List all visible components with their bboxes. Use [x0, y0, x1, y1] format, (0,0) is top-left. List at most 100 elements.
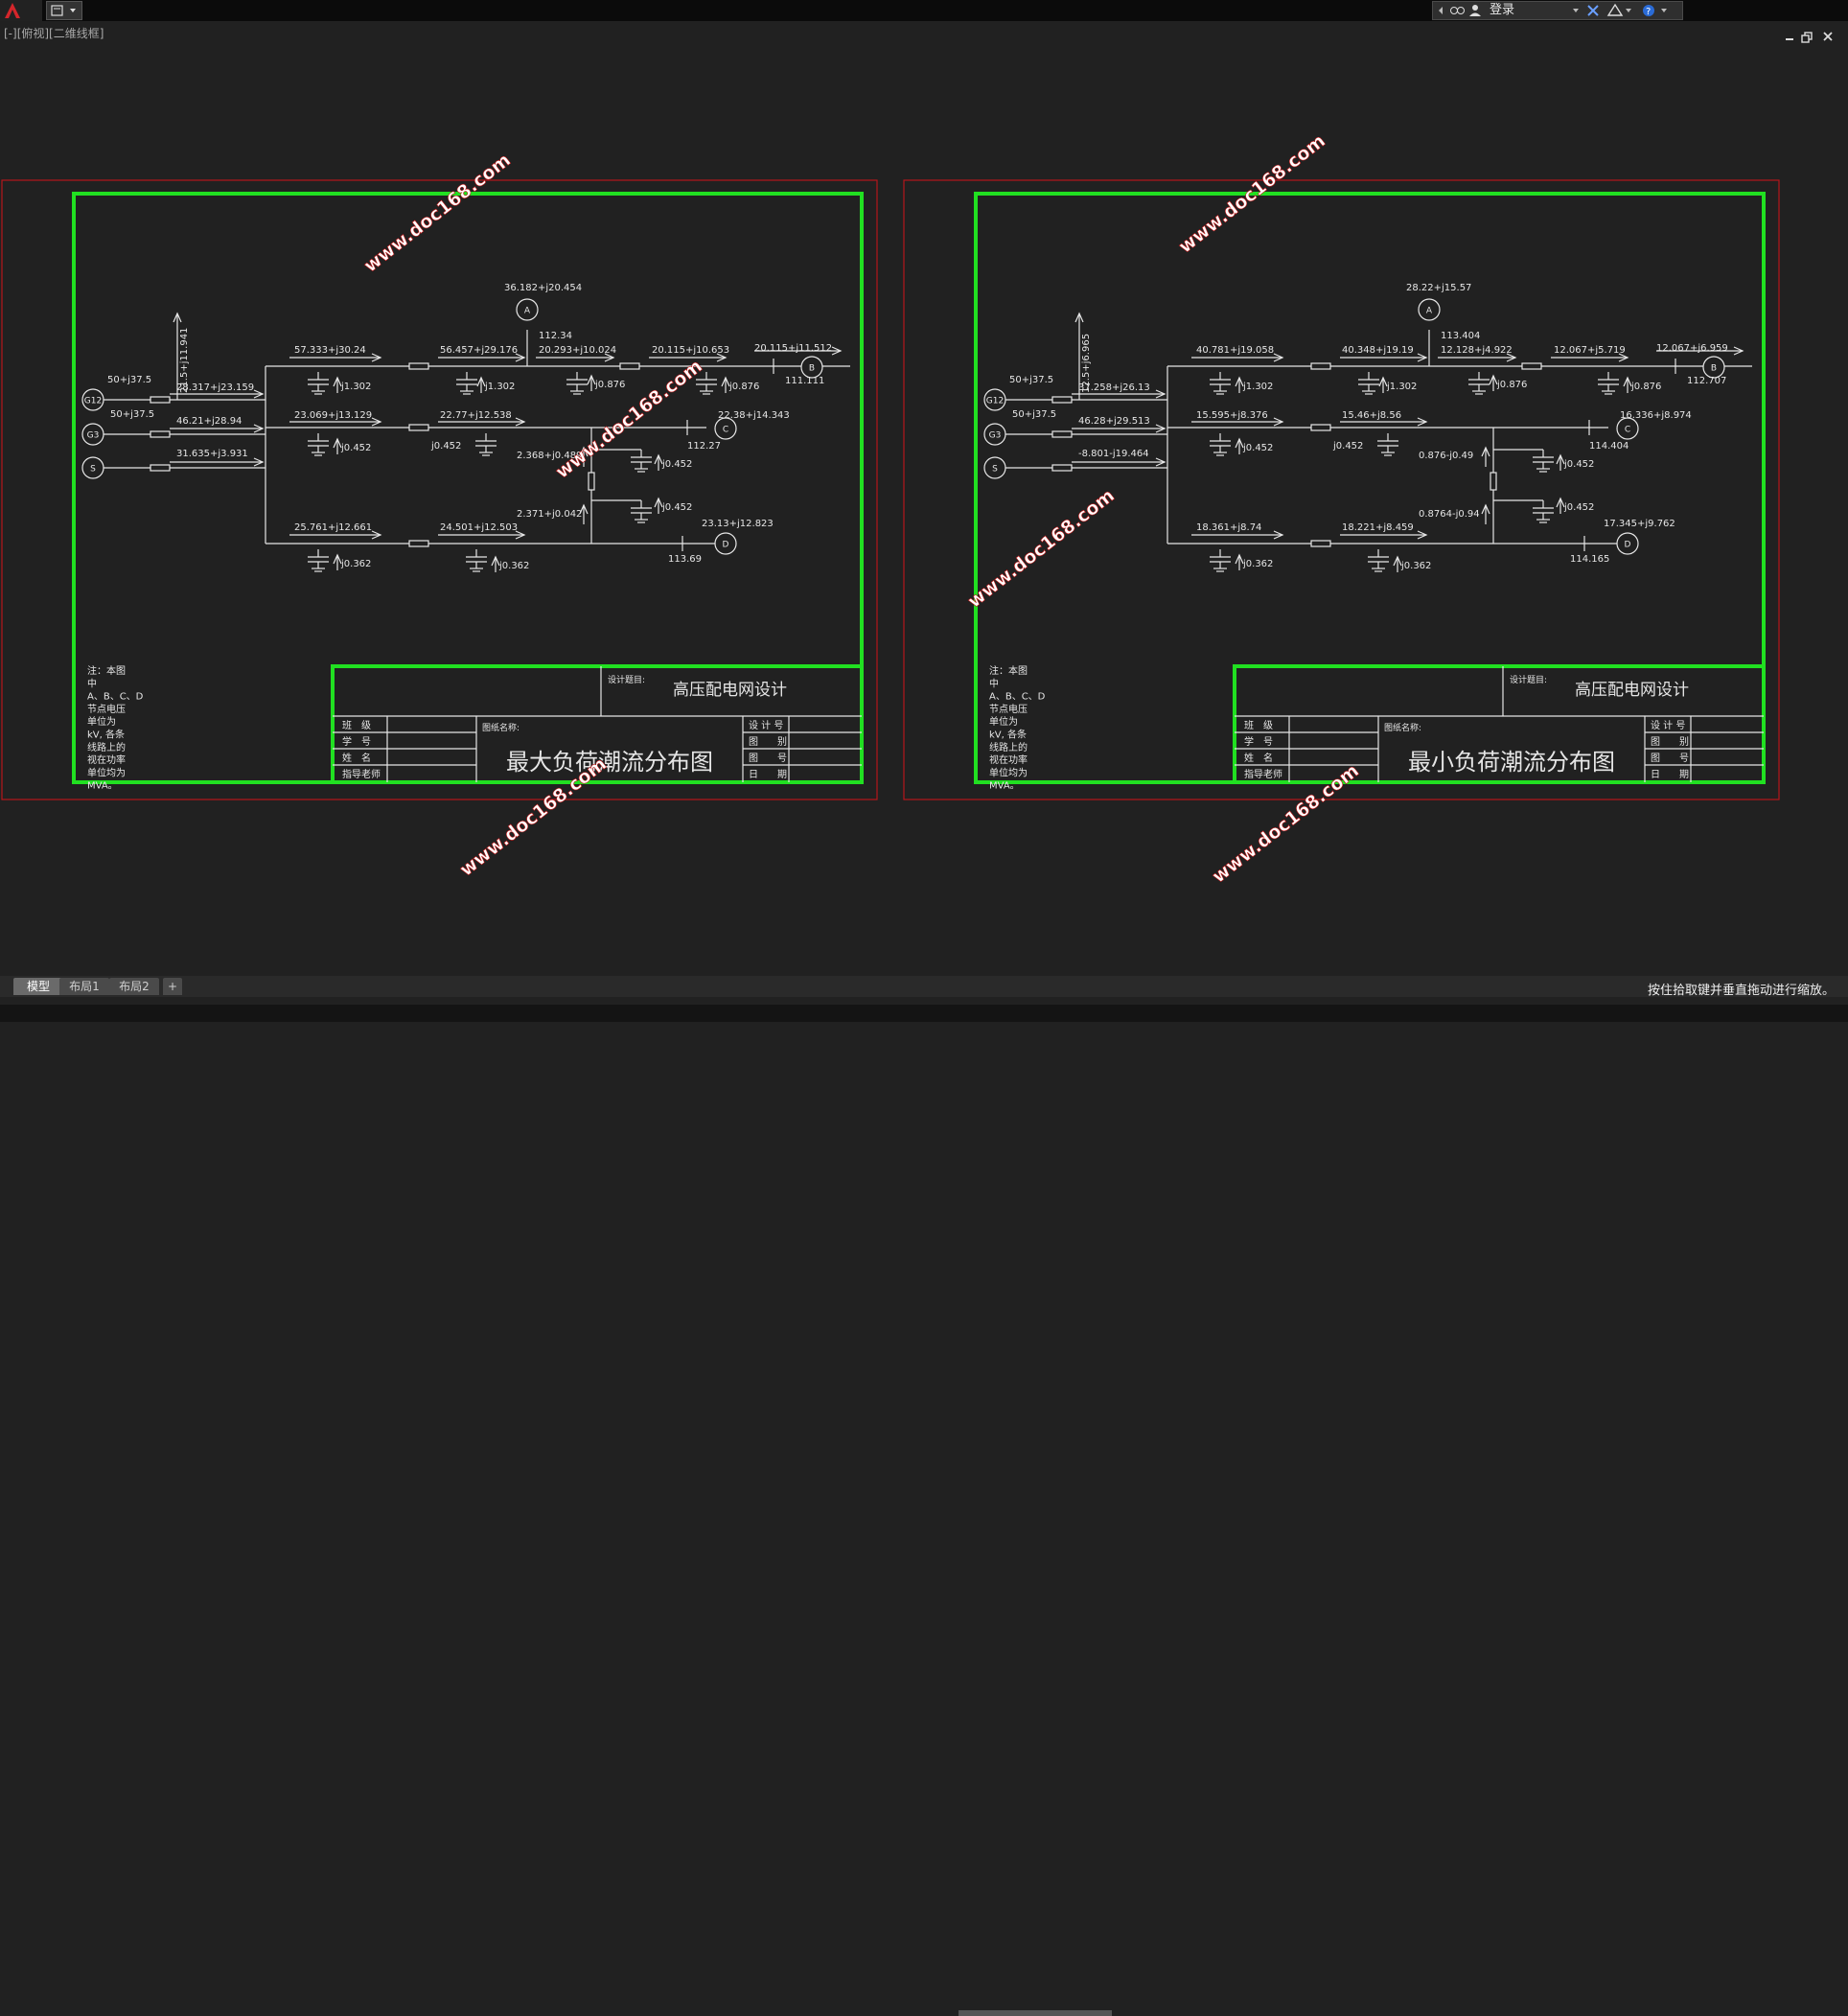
capacitor-value: j0.452 — [1563, 459, 1594, 470]
arrow-head-icon — [1074, 312, 1084, 323]
arrow-head-icon — [1506, 353, 1517, 362]
arrow-head-icon — [371, 353, 382, 362]
line-flow-label: 22.77+j12.538 — [440, 410, 512, 421]
account-icons: ? — [1439, 3, 1667, 17]
design-title: 高压配电网设计 — [1575, 681, 1689, 700]
login-label[interactable]: 登录 — [1490, 3, 1515, 17]
line-flow-label: 46.28+j29.513 — [1078, 416, 1150, 427]
capacitor-value: j0.452 — [661, 459, 692, 470]
arrow-head-icon — [1733, 346, 1744, 356]
title-bar: ? 登录 — [0, 0, 1848, 21]
capacitor-value: j0.362 — [1400, 561, 1431, 571]
note-line: kV, 各条 — [989, 729, 1027, 741]
capacitor-value: j1.302 — [340, 382, 371, 392]
line-flow-label: 28.317+j23.159 — [176, 382, 254, 393]
viewport-label[interactable]: [-][俯视][二维线框] — [4, 27, 104, 40]
note-line: 注：本图 — [87, 664, 126, 677]
user-icon — [1472, 5, 1478, 11]
arrow-head-icon — [1155, 389, 1167, 399]
capacitor-value: j0.452 — [340, 443, 371, 453]
login-dropdown-icon — [1573, 9, 1579, 12]
node-b-icon — [1702, 356, 1725, 379]
capacitor-value: j0.362 — [498, 561, 529, 571]
drawing-title: 最大负荷潮流分布图 — [506, 749, 713, 776]
tab-layout1[interactable]: 布局1 — [59, 978, 109, 995]
resistor-icon — [619, 362, 640, 370]
note-line: MVA。 — [87, 781, 118, 792]
vertical-flow-label: 12.5+j6.965 — [1081, 334, 1092, 393]
node-load-label: 28.22+j15.57 — [1406, 283, 1471, 293]
tie-flow-label: 2.371+j0.042 — [517, 509, 582, 520]
title-field-label: 图 号 — [749, 753, 787, 764]
paper-boundary — [903, 179, 1780, 800]
resistor-icon — [1490, 472, 1497, 491]
node-label: S — [992, 465, 998, 475]
vertical-flow-label: 21.5+j11.941 — [179, 328, 190, 393]
note-line: kV, 各条 — [87, 729, 125, 741]
application-menu-button[interactable] — [0, 0, 42, 21]
node-label: G3 — [87, 431, 100, 441]
watermark-text: www.doc168.com — [964, 485, 1119, 613]
command-prompt-status: 按住拾取键并垂直拖动进行缩放。 — [1647, 984, 1835, 998]
capacitor-value: j0.452 — [1563, 502, 1594, 513]
arrow-head-icon — [515, 530, 526, 540]
node-voltage-label: 112.27 — [687, 441, 721, 452]
arrow-head-icon — [1417, 530, 1428, 540]
node-c-icon — [714, 417, 737, 440]
note-line: 单位均为 — [989, 766, 1028, 778]
resistor-icon — [408, 540, 429, 547]
line-flow-label: 15.595+j8.376 — [1196, 410, 1268, 421]
note-line: 视在功率 — [989, 753, 1028, 766]
arrow-head-icon — [1623, 376, 1632, 387]
node-label: B — [1711, 364, 1717, 374]
title-field-label: 设 计 号 — [749, 719, 783, 731]
arrow-head-icon — [1235, 376, 1244, 387]
arrow-head-icon — [1273, 530, 1284, 540]
horizontal-scrollbar[interactable] — [959, 2010, 1112, 2016]
tab-layout2[interactable]: 布局2 — [109, 978, 159, 995]
gen-power-label: 50+j37.5 — [110, 409, 154, 420]
line-flow-label: 40.781+j19.058 — [1196, 345, 1274, 356]
node-label: G12 — [986, 397, 1004, 406]
line-flow-label: 15.46+j8.56 — [1342, 410, 1401, 421]
line-flow-label: 20.293+j10.024 — [539, 345, 616, 356]
tab-model[interactable]: 模型 — [13, 978, 63, 995]
arrow-head-icon — [1235, 437, 1244, 449]
resistor-icon — [1310, 424, 1331, 431]
line-flow-label: 24.501+j12.503 — [440, 522, 518, 533]
min-load-drawing-sheet: G12G3S50+j37.550+j37.537.258+j26.1346.28… — [903, 179, 1780, 800]
model-space-canvas[interactable]: G12G3S50+j37.550+j37.528.317+j23.15946.2… — [0, 21, 1848, 974]
title-field-label: 指导老师 — [342, 768, 381, 780]
title-field-label: 学 号 — [342, 735, 371, 748]
status-bar — [0, 1005, 1848, 2016]
line-flow-label: 46.21+j28.94 — [176, 416, 242, 427]
note-line: 中 — [989, 677, 999, 689]
title-field-label: 日 期 — [749, 769, 787, 780]
arrow-head-icon — [1556, 453, 1565, 465]
title-field-label: 指导老师 — [1244, 768, 1282, 780]
capacitor-value: j0.876 — [1496, 380, 1527, 390]
resistor-icon — [1051, 396, 1073, 404]
max-load-drawing-sheet: G12G3S50+j37.550+j37.528.317+j23.15946.2… — [1, 179, 878, 800]
title-field-label: 图 别 — [749, 736, 787, 748]
arrow-head-icon — [579, 446, 589, 457]
close-icon — [1823, 32, 1833, 41]
arrow-head-icon — [1155, 424, 1167, 433]
node-voltage-label: 114.404 — [1589, 441, 1629, 452]
node-label: D — [1625, 541, 1631, 550]
line-flow-label: 18.361+j8.74 — [1196, 522, 1261, 533]
viewport-window-controls[interactable] — [1778, 29, 1843, 44]
arrow-head-icon — [253, 424, 265, 433]
watermark-text: www.doc168.com — [1209, 760, 1363, 888]
add-layout-button[interactable]: + — [163, 978, 182, 995]
capacitor-value: j0.876 — [594, 380, 625, 390]
node-label: C — [1625, 426, 1630, 435]
arrow-head-icon — [371, 417, 382, 427]
node-voltage-label: 113.404 — [1441, 331, 1480, 341]
arrow-head-icon — [579, 503, 589, 515]
resistor-icon — [150, 464, 171, 472]
arrow-head-icon — [1489, 374, 1498, 385]
quick-access-toolbar[interactable] — [46, 1, 82, 20]
autodesk-a360-icon — [1606, 3, 1624, 16]
node-voltage-label: 111.111 — [785, 376, 824, 386]
